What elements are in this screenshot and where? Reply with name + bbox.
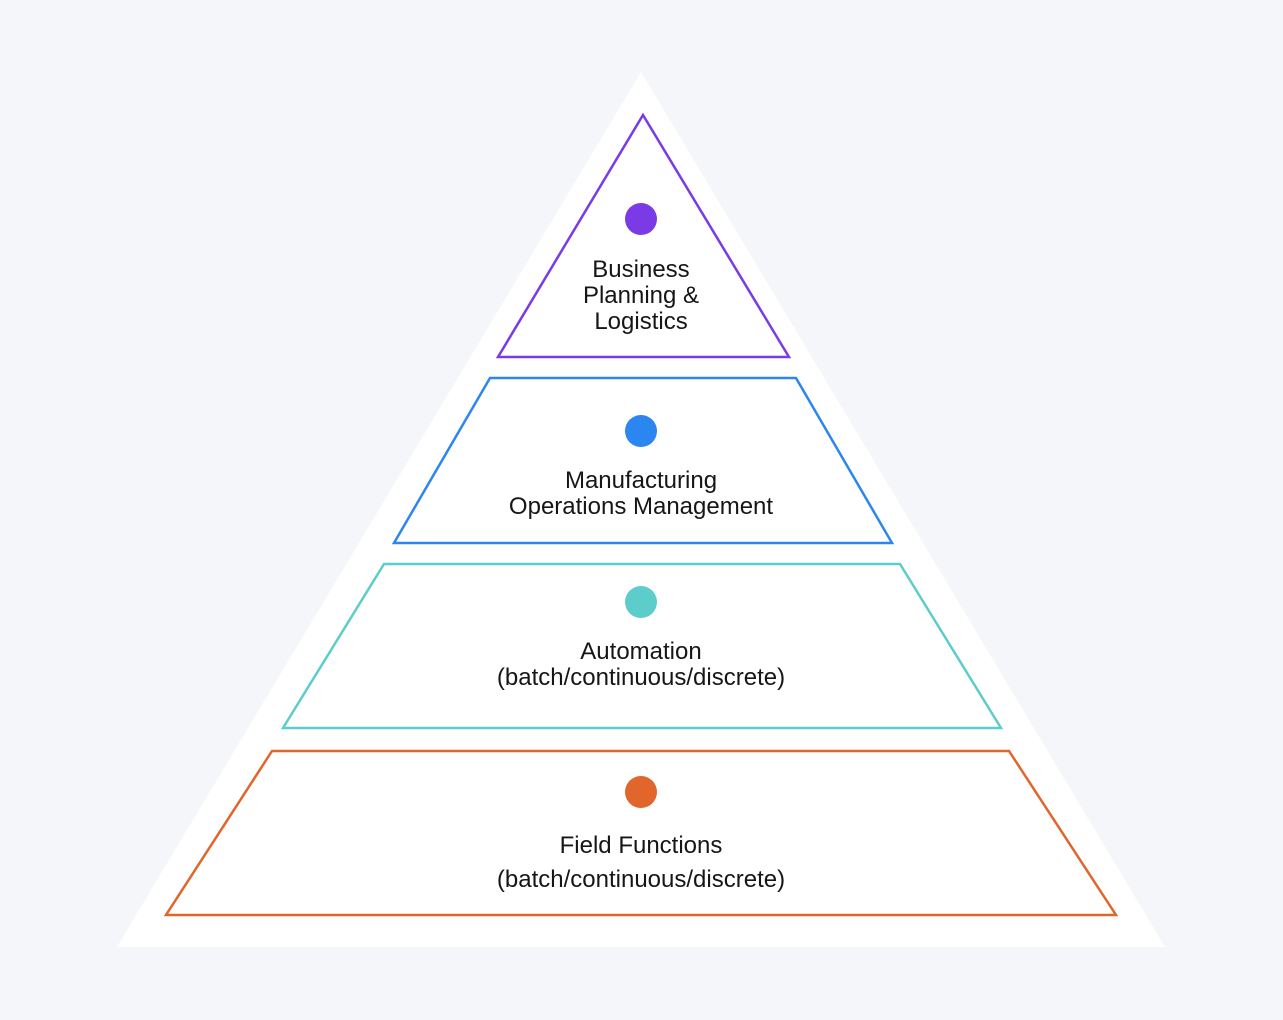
level-field-line-2: (batch/continuous/discrete) xyxy=(496,866,786,893)
level-field-line-1: Field Functions xyxy=(559,832,723,859)
level-manufacturing-label: Manufacturing Operations Management xyxy=(341,468,941,520)
level-manufacturing-outline xyxy=(391,376,895,545)
level-manufacturing-dot xyxy=(625,415,657,447)
level-business-line-3: Logistics xyxy=(594,308,688,335)
level-field-dot xyxy=(625,776,657,808)
level-manufacturing-line-1: Manufacturing xyxy=(564,467,718,494)
level-business-outline xyxy=(495,112,792,359)
level-automation-line-2: (batch/continuous/discrete) xyxy=(496,664,786,691)
level-field-label: Field Functions (batch/continuous/discre… xyxy=(341,829,941,897)
level-business-label: Business Planning & Logistics xyxy=(341,257,941,335)
level-manufacturing-line-2: Operations Management xyxy=(508,493,774,520)
level-business-line-2: Planning & xyxy=(582,282,700,309)
level-automation-outline xyxy=(280,562,1004,730)
level-business-line-1: Business xyxy=(592,256,690,283)
level-automation-line-1: Automation xyxy=(580,638,702,665)
level-business-dot xyxy=(625,203,657,235)
level-automation-dot xyxy=(625,586,657,618)
level-automation-label: Automation (batch/continuous/discrete) xyxy=(341,639,941,691)
level-field-outline xyxy=(163,749,1119,917)
